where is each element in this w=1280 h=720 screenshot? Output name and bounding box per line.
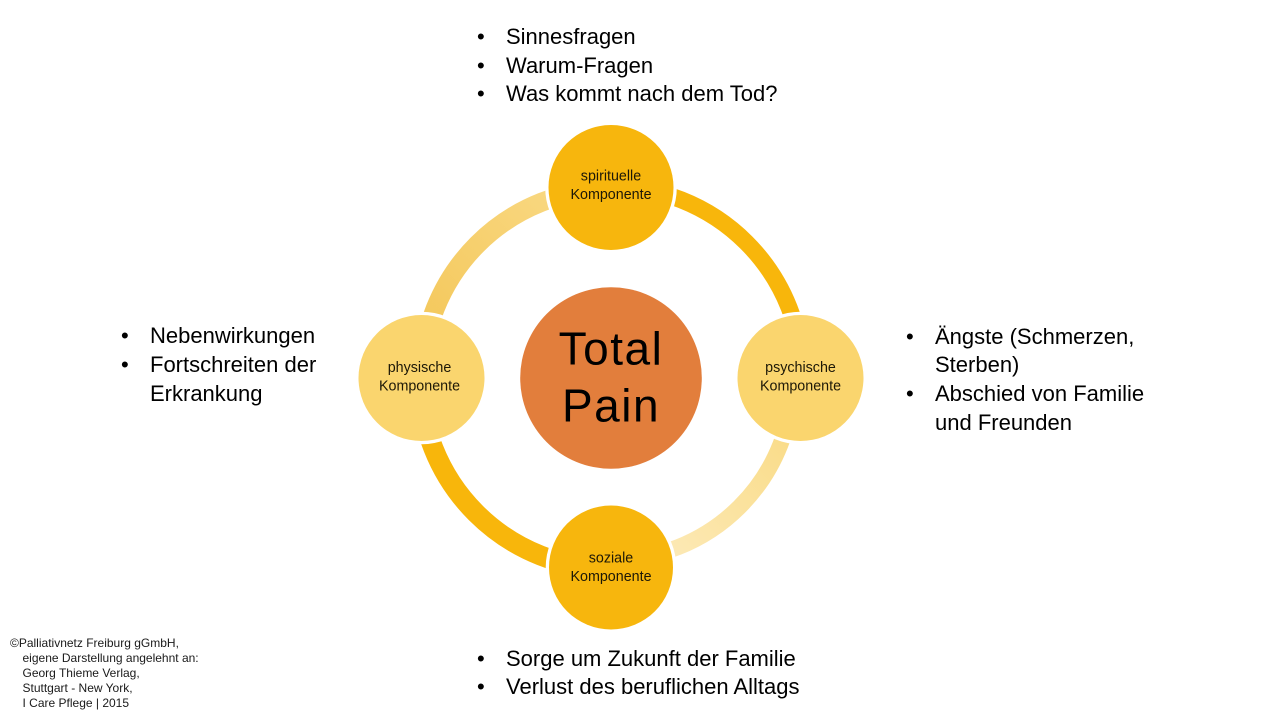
- svg-text:Total: Total: [559, 323, 664, 375]
- svg-text:Pain: Pain: [562, 379, 660, 431]
- svg-text:psychische: psychische: [765, 360, 836, 376]
- svg-text:spirituelle: spirituelle: [581, 168, 641, 184]
- svg-text:Komponente: Komponente: [570, 569, 651, 585]
- svg-text:Komponente: Komponente: [760, 379, 841, 395]
- svg-text:physische: physische: [388, 360, 452, 376]
- svg-text:Komponente: Komponente: [570, 187, 651, 203]
- svg-text:soziale: soziale: [589, 550, 634, 566]
- svg-text:Komponente: Komponente: [379, 379, 460, 395]
